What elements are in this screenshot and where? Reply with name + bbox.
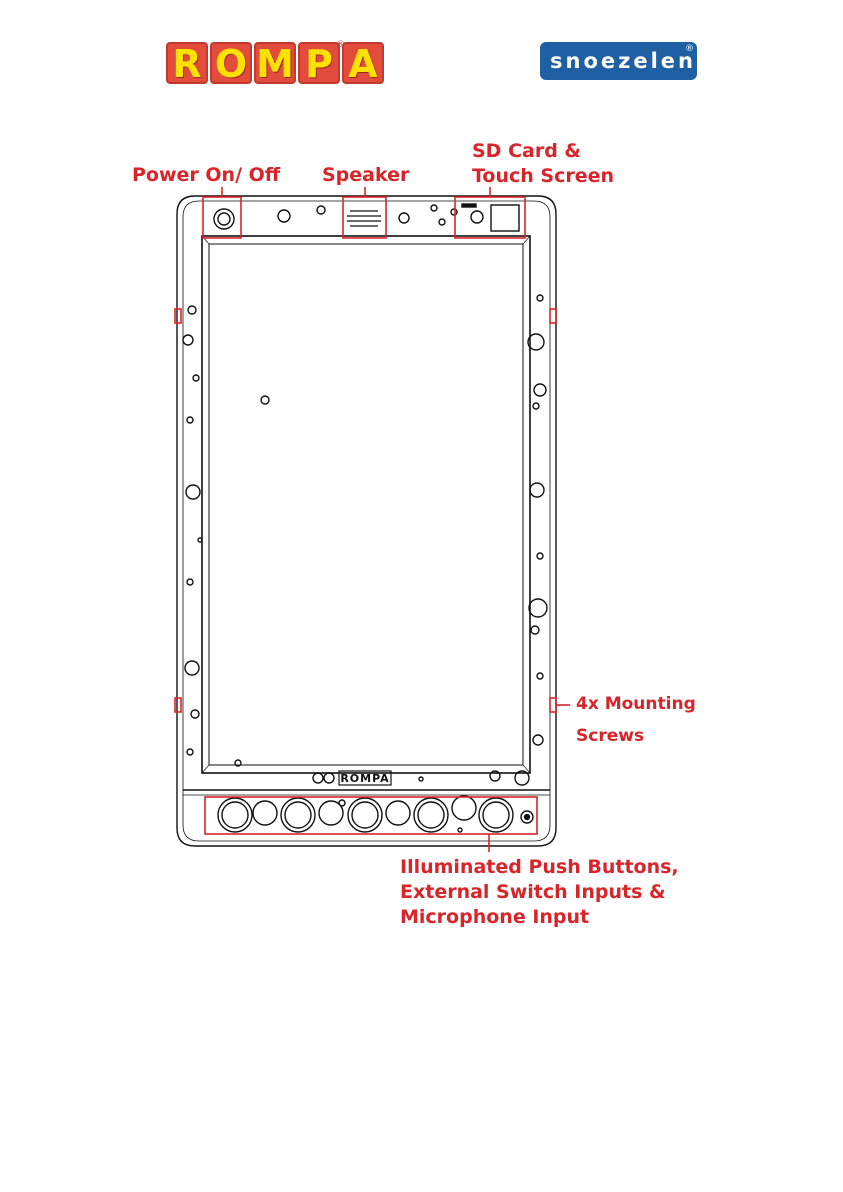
sd-card-slot — [462, 204, 476, 207]
push-button — [479, 798, 513, 832]
bezel-brand: ROMPA — [340, 772, 389, 785]
switch-input-socket — [452, 796, 476, 820]
callout-box-power — [203, 197, 241, 238]
mounting-screw-marker — [550, 698, 556, 712]
sd-card-button — [471, 211, 483, 223]
callout-box-buttons — [205, 797, 537, 834]
device-case — [177, 196, 556, 846]
switch-input-socket — [386, 801, 410, 825]
push-button — [218, 798, 252, 832]
screen — [209, 244, 523, 765]
speaker-grille — [347, 211, 381, 226]
callout-box-speaker — [343, 197, 386, 238]
mounting-screw-marker — [175, 309, 181, 323]
screen-frame — [202, 236, 530, 773]
push-button — [414, 798, 448, 832]
power-button — [214, 209, 234, 229]
touch-sensor — [491, 205, 519, 231]
callout-box-sd — [455, 197, 525, 238]
push-button — [348, 798, 382, 832]
mounting-screw-marker — [175, 698, 181, 712]
push-button — [281, 798, 315, 832]
switch-input-socket — [253, 801, 277, 825]
mounting-screw-marker — [550, 309, 556, 323]
device-case-inner — [183, 201, 550, 841]
